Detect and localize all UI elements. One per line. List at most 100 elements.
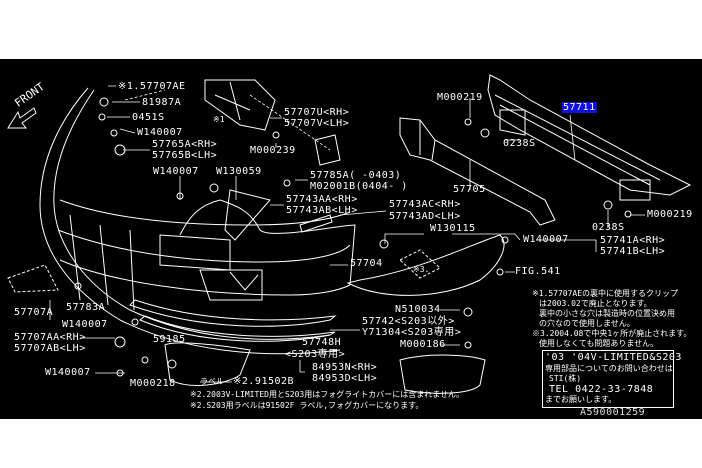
callout-57748H-note: <S203専用> [285,349,346,360]
callout-W130059[interactable]: W130059 [216,166,262,177]
clip-icon [131,318,139,326]
callout-84953N[interactable]: 84953N<RH> [312,362,378,373]
callout-59185[interactable]: 59185 [153,334,186,345]
front-arrow-icon [7,107,37,129]
callout-57707AB[interactable]: 57707AB<LH> [14,343,86,354]
diagram-panel [0,59,702,419]
clip-icon [116,369,124,377]
callout-W140007[interactable]: W140007 [153,166,199,177]
contact-title: '03 '04V-LIMITED&S203 [545,352,682,363]
callout-fig541[interactable]: FIG.541 [515,266,561,277]
callout-57743AC[interactable]: 57743AC<RH> [389,199,461,210]
callout-N510034[interactable]: N510034 [395,304,441,315]
callout-W130115[interactable]: W130115 [430,223,476,234]
callout-57741A[interactable]: 57741A<RH> [600,235,666,246]
lower-strip [139,315,336,342]
note-mark-3: ※3. [413,265,430,274]
callout-57711-selected[interactable]: 57711 [562,102,597,113]
callout-57707AE[interactable]: ※1.57707AE [118,81,186,92]
clip-icon [501,236,509,244]
bolt-icon [464,341,472,349]
footnote: ※2.S203用ラベルは91502F ラベル,フォグカバーになります。 [190,401,424,410]
clip-icon [110,129,118,137]
note-line: 使用しなくても問題ありません。 [539,339,659,348]
callout-W140007[interactable]: W140007 [62,319,108,330]
callout-M000219[interactable]: M000219 [647,209,693,220]
side-trim-right [346,234,505,296]
contact-line: 専用部品についてのお問い合わせは [545,364,673,373]
footnote: ※2.2003V-LIMITED用とS203用はフォグライトカバーには含まれませ… [190,390,464,399]
contact-phone: TEL 0422-33-7848 [549,384,654,395]
callout-W140007[interactable]: W140007 [523,234,569,245]
callout-57705[interactable]: 57705 [453,184,486,195]
bracket-57743AA [224,189,271,241]
callout-M000219[interactable]: M000219 [437,92,483,103]
front-bumper-face [39,87,356,355]
clip-icon [209,183,219,193]
bolt-icon [272,131,280,139]
contact-line: までお願いします。 [545,395,617,404]
note-line: 裏中の小さな穴は製造時の位置決め用 [539,309,675,318]
callout-57785A[interactable]: 57785A( -0403) [310,170,402,181]
fog-cover-right [399,354,486,394]
callout-57765B[interactable]: 57765B<LH> [152,150,218,161]
callout-M000239[interactable]: M000239 [250,145,296,156]
reinforcement-57711 [487,74,692,196]
callout-57748H[interactable]: 57748H [302,337,342,348]
note-mark-1: ※1 [213,115,225,124]
callout-57704[interactable]: 57704 [350,258,383,269]
note-line: ※3.2004.08で中央1ヶ所が廃止されます。 [532,329,692,338]
clip-icon [463,307,473,317]
callout-57707AA[interactable]: 57707AA<RH> [14,332,86,343]
energy-absorber-57705 [399,117,556,226]
callout-57707V[interactable]: 57707V<LH> [284,118,350,129]
callout-91502B[interactable]: ※2.91502B [233,376,295,387]
callout-0238S[interactable]: 0238S [503,138,536,149]
fasteners [74,97,632,377]
callout-Y71304[interactable]: Y71304<S203専用> [362,327,462,338]
callout-M000186[interactable]: M000186 [400,339,446,350]
bolt-icon [283,179,291,187]
bolt-icon [141,356,149,364]
callout-W140007[interactable]: W140007 [45,367,91,378]
callout-0238S[interactable]: 0238S [592,222,625,233]
bracket-57707U [314,134,341,166]
callout-81987A[interactable]: 81987A [142,97,182,108]
callout-84953D[interactable]: 84953D<LH> [312,373,378,384]
clip-icon [99,97,109,107]
clip-icon [167,359,177,369]
callout-57765A[interactable]: 57765A<RH> [152,139,218,150]
clip-icon [176,192,184,200]
callout-57743AB[interactable]: 57743AB<LH> [286,205,358,216]
bolt-icon [624,210,632,218]
callout-57707A[interactable]: 57707A [14,307,54,318]
note-line: の穴なので使用しません。 [539,319,635,328]
bolt-icon [98,113,106,121]
callout-57741B[interactable]: 57741B<LH> [600,246,666,257]
fog-cover-left [164,342,251,386]
callout-57783A[interactable]: 57783A [66,302,106,313]
callout-M02001B[interactable]: M02001B(0404- ) [310,181,408,192]
contact-company: STI(株) [549,374,582,383]
callout-M000218[interactable]: M000218 [130,378,176,389]
label-tag: ラベル [200,377,224,386]
note-line: は2003.02で廃止となります。 [539,299,652,308]
note-line: ※1.57707AEの裏中に使用するクリップ [532,289,679,298]
bracket-57743AC [299,214,333,233]
callout-57743AA[interactable]: 57743AA<RH> [286,194,358,205]
bolt-icon [464,118,472,126]
contact-box [542,350,674,408]
callout-W140007[interactable]: W140007 [137,127,183,138]
callout-0451S[interactable]: 0451S [132,112,165,123]
bracket-57707A [7,264,59,293]
callout-57742[interactable]: 57742<S203以外> [362,316,455,327]
clip-icon [74,282,82,290]
clip-icon [379,239,389,249]
upper-bracket [204,79,276,131]
callout-57743AD[interactable]: 57743AD<LH> [389,211,461,222]
clip-icon [496,268,504,276]
bracket-nut-icon [114,144,126,156]
callout-57707U[interactable]: 57707U<RH> [284,107,350,118]
